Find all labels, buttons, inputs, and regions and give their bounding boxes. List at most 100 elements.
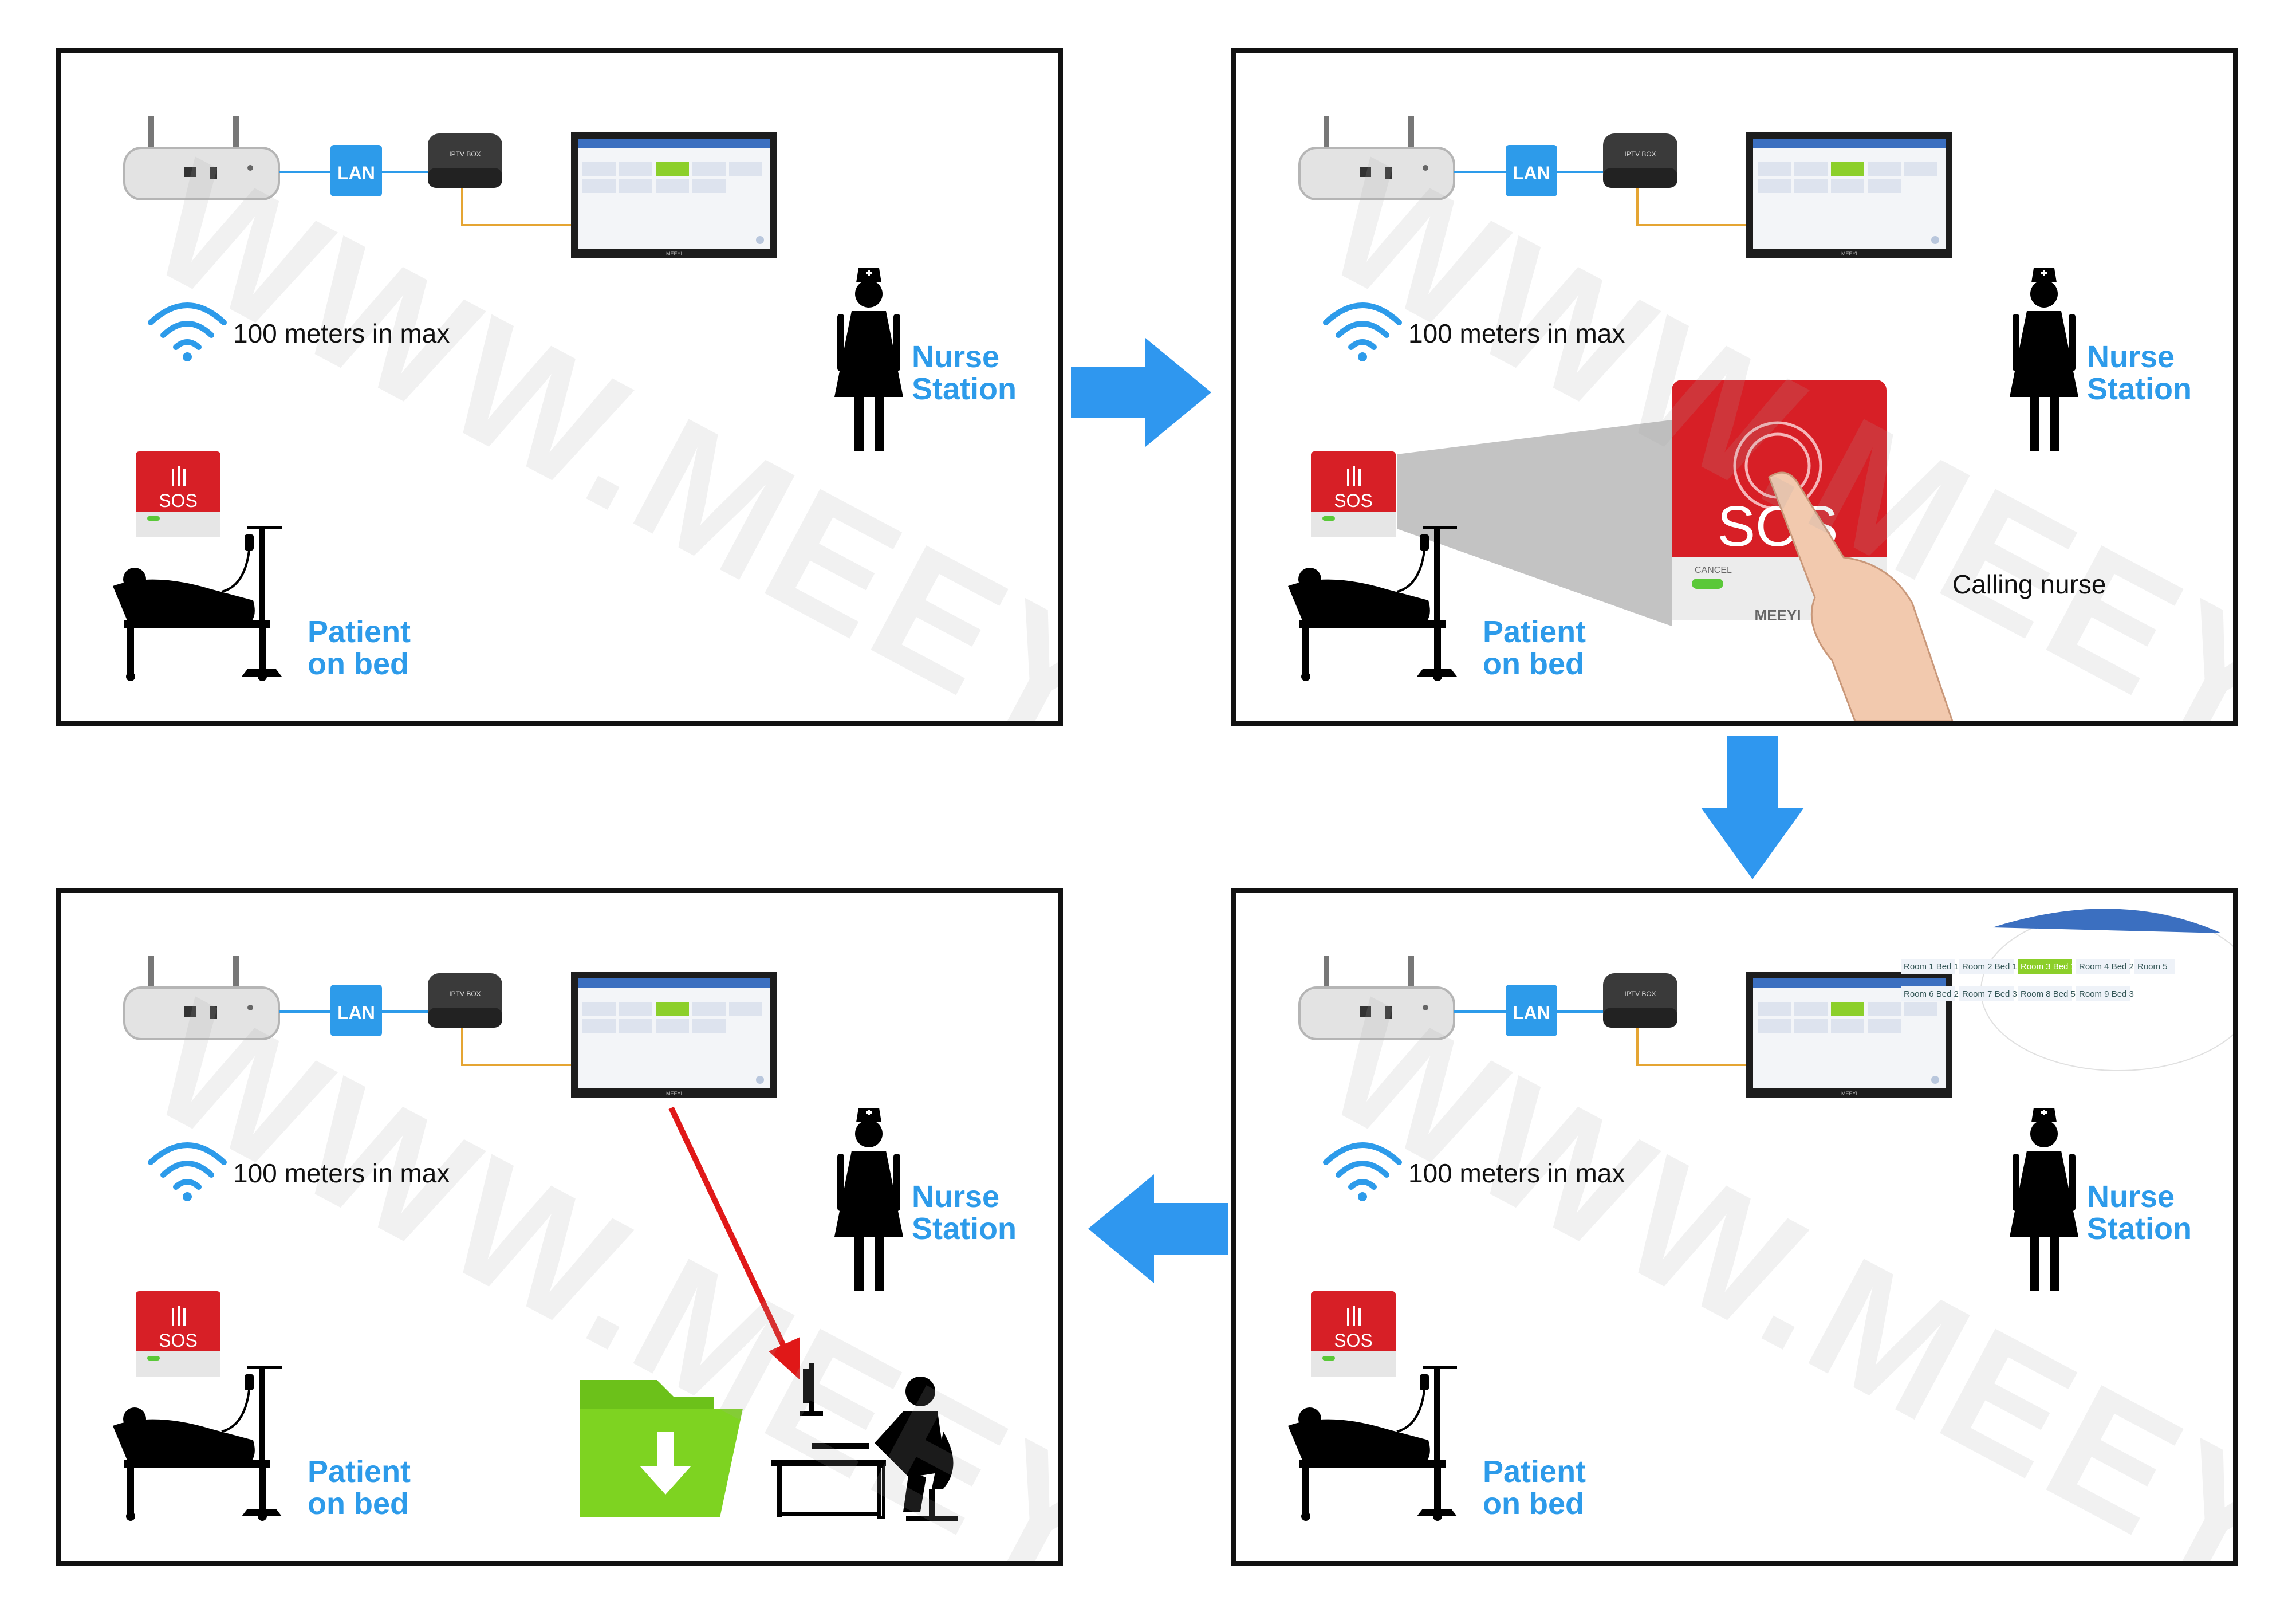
patient-label: Patient on bed	[308, 1456, 411, 1520]
nurse-label-line1: Nurse	[912, 340, 1000, 374]
iptv-box-icon: IPTV BOX	[428, 133, 502, 188]
patient-label: Patient on bed	[1483, 616, 1586, 680]
wifi-icon	[148, 302, 227, 361]
flow-arrow-right-icon	[1071, 338, 1211, 447]
sos-label: SOS	[1334, 1330, 1373, 1351]
zoom-cell-4: Room 4 Bed 2	[2079, 962, 2134, 972]
patient-label-line1: Patient	[1483, 615, 1586, 649]
router-icon	[1298, 116, 1455, 200]
patient-label-line2: on bed	[1483, 647, 1584, 681]
download-folder-icon	[580, 1380, 743, 1517]
cancel-label: CANCEL	[1695, 565, 1732, 575]
sos-brand: MEEYI	[1755, 607, 1801, 624]
sos-button-icon: SOS	[136, 451, 220, 537]
nurse-icon	[834, 268, 903, 451]
panel-step-4: WWW.MEEYI.COM LAN IPTV BOX	[56, 888, 1063, 1566]
nurse-icon	[834, 1108, 903, 1291]
router-icon	[1298, 956, 1455, 1040]
zoom-cell-9: Room 9 Bed 3	[2079, 989, 2134, 999]
network-diagram: LAN IPTV BOX MEEYI	[113, 116, 903, 681]
iptv-box-icon: IPTV BOX	[428, 973, 502, 1028]
patient-label-line2: on bed	[308, 1487, 409, 1521]
flow-arrow-down-icon	[1701, 736, 1804, 879]
sos-label: SOS	[159, 1330, 198, 1351]
patient-bed-icon	[1288, 526, 1457, 681]
calling-nurse-text: Calling nurse	[1952, 569, 2106, 599]
patient-label-line2: on bed	[308, 647, 409, 681]
network-diagram: LAN IPTV BOX MEEYI	[1288, 116, 2078, 721]
zoom-cell-3: Room 3 Bed 1	[2021, 962, 2076, 972]
nurse-label-line2: Station	[912, 1212, 1017, 1246]
patient-label-line1: Patient	[1483, 1454, 1586, 1489]
lan-label: LAN	[337, 163, 375, 183]
wifi-icon	[148, 1142, 227, 1201]
nurse-label-line2: Station	[912, 372, 1017, 406]
zoom-cell-1: Room 1 Bed 1	[1904, 962, 1959, 972]
lan-label: LAN	[1513, 1002, 1550, 1023]
nurse-label-line2: Station	[2087, 1212, 2192, 1246]
monitor-icon: MEEYI	[571, 972, 777, 1098]
zoom-cell-8: Room 8 Bed 5	[2021, 989, 2076, 999]
panel-step-2: WWW.MEEYI.COM LAN IPTV BOX	[1231, 48, 2238, 726]
patient-bed-icon	[1288, 1366, 1457, 1521]
lan-label: LAN	[337, 1002, 375, 1023]
wifi-range-text: 100 meters in max	[233, 1158, 450, 1188]
sos-button-icon: SOS	[1311, 451, 1396, 537]
iptv-box-label: IPTV BOX	[1624, 990, 1656, 998]
zoom-cell-6: Room 6 Bed 2	[1904, 989, 1959, 999]
lan-icon: LAN	[1506, 145, 1557, 196]
pointing-hand-icon	[1768, 471, 1954, 721]
wifi-range-text: 100 meters in max	[233, 319, 450, 348]
iptv-box-icon: IPTV BOX	[1603, 133, 1677, 188]
patient-bed-icon	[113, 1366, 282, 1521]
wifi-range-text: 100 meters in max	[1408, 1158, 1625, 1188]
nurse-label-line2: Station	[2087, 372, 2192, 406]
nurse-icon	[2010, 1108, 2078, 1291]
nurse-station-label: Nurse Station	[912, 341, 1017, 405]
nurse-station-label: Nurse Station	[2087, 341, 2192, 405]
nurse-station-label: Nurse Station	[2087, 1181, 2192, 1245]
router-icon	[123, 116, 280, 200]
monitor-brand: MEEYI	[1841, 251, 1857, 257]
patient-bed-icon	[113, 526, 282, 681]
zoom-cell-2: Room 2 Bed 1	[1962, 962, 2017, 972]
network-diagram: LAN IPTV BOX MEEYI	[1288, 909, 2233, 1521]
monitor-brand: MEEYI	[1841, 1091, 1857, 1096]
patient-label-line1: Patient	[308, 1454, 411, 1489]
lan-icon: LAN	[330, 985, 382, 1036]
iptv-box-label: IPTV BOX	[449, 990, 481, 998]
router-icon	[123, 956, 280, 1040]
monitor-brand: MEEYI	[666, 1091, 682, 1096]
flow-arrow-left-icon	[1088, 1174, 1228, 1283]
zoom-cell-5: Room 5	[2137, 962, 2168, 972]
patient-label: Patient on bed	[1483, 1456, 1586, 1520]
wifi-icon	[1323, 1142, 1402, 1201]
worker-at-computer-icon	[771, 1363, 958, 1521]
monitor-icon: MEEYI	[1746, 132, 1952, 258]
sos-label: SOS	[159, 490, 198, 511]
iptv-box-icon: IPTV BOX	[1603, 973, 1677, 1028]
nurse-label-line1: Nurse	[2087, 340, 2175, 374]
lan-icon: LAN	[330, 145, 382, 196]
wifi-icon	[1323, 302, 1402, 361]
zoom-cell-7: Room 7 Bed 3	[1962, 989, 2017, 999]
sos-button-icon: SOS	[136, 1291, 220, 1377]
iptv-box-label: IPTV BOX	[1624, 150, 1656, 158]
lan-icon: LAN	[1506, 985, 1557, 1036]
patient-label-line1: Patient	[308, 615, 411, 649]
wifi-range-text: 100 meters in max	[1408, 319, 1625, 348]
monitor-icon: MEEYI	[571, 132, 777, 258]
iptv-box-label: IPTV BOX	[449, 150, 481, 158]
patient-label-line2: on bed	[1483, 1487, 1584, 1521]
panel-step-1: WWW.MEEYI.COM LAN IPTV BOX	[56, 48, 1063, 726]
lan-label: LAN	[1513, 163, 1550, 183]
zoom-projection	[1397, 420, 1672, 626]
nurse-icon	[2010, 268, 2078, 451]
panel-step-3: WWW.MEEYI.COM LAN IPTV BOX	[1231, 888, 2238, 1566]
nurse-station-label: Nurse Station	[912, 1181, 1017, 1245]
sos-label: SOS	[1334, 490, 1373, 511]
screen-zoom-bubble: Room 1 Bed 1 Room 2 Bed 1 Room 3 Bed 1 R…	[1901, 909, 2233, 1071]
network-diagram: LAN IPTV BOX MEEYI	[113, 956, 958, 1521]
patient-label: Patient on bed	[308, 616, 411, 680]
nurse-label-line1: Nurse	[912, 1179, 1000, 1214]
